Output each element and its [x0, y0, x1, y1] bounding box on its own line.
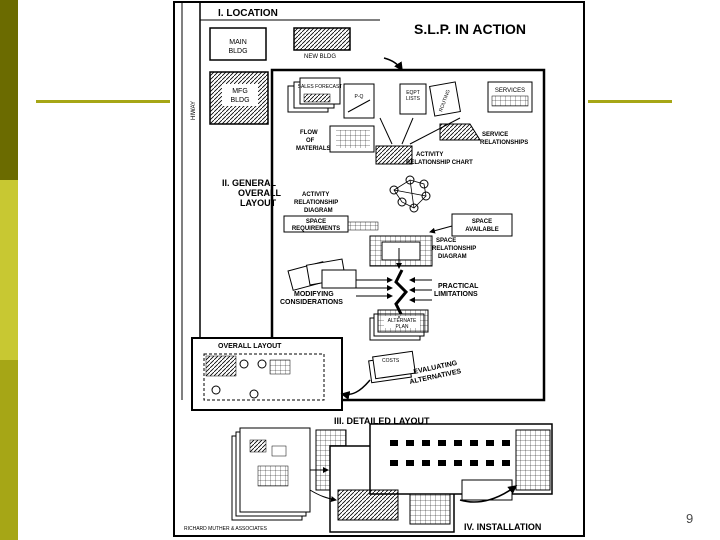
new-bldg-label: NEW BLDG — [304, 54, 336, 60]
left-strip-light — [0, 180, 18, 360]
alt-plan-label-2: PLAN — [395, 324, 408, 330]
section-2-label-1: II. GENERAL — [222, 178, 277, 188]
space-req-label-1: SPACE — [306, 219, 326, 225]
modifying-considerations: MODIFYING CONSIDERATIONS — [280, 258, 393, 306]
arc-label-2: RELATIONSHIP CHART — [406, 160, 473, 166]
prac-lim-label-2: LIMITATIONS — [434, 291, 478, 298]
service-rel-label-2: RELATIONSHIPS — [480, 140, 528, 146]
flow-label-1: FLOW — [300, 130, 318, 136]
overall-layout-label: OVERALL LAYOUT — [218, 343, 282, 350]
activity-relationship-diagram: ACTIVITY RELATIONSHIP DIAGRAM — [294, 175, 431, 214]
detailed-layout — [231, 423, 553, 533]
ard-label-1: ACTIVITY — [302, 192, 329, 198]
srd-label-1: SPACE — [436, 238, 456, 244]
main-bldg — [209, 27, 267, 61]
ard-label-2: RELATIONSHIP — [294, 200, 338, 206]
practical-limitations: PRACTICAL LIMITATIONS — [394, 248, 479, 317]
srd-label-3: DIAGRAM — [438, 254, 467, 260]
overall-layout: OVERALL LAYOUT — [191, 337, 343, 411]
activity-relationship-chart: ACTIVITY RELATIONSHIP CHART — [375, 117, 473, 166]
space-req-label-2: REQUIREMENTS — [292, 226, 340, 232]
evaluating-alternatives: COSTS EVALUATING ALTERNATIVES — [340, 350, 462, 400]
section-2-label-2: OVERALL — [238, 188, 282, 198]
section-location-label: I. LOCATION — [218, 8, 278, 19]
space-relationship-diagram: SPACE RELATIONSHIP DIAGRAM — [369, 235, 476, 267]
eqpt-lists-label-2: LISTS — [406, 96, 421, 102]
main-bldg-label-1: MAIN — [229, 39, 247, 46]
slp-diagram: I. LOCATION S.L.P. IN ACTION MAIN BLDG N… — [173, 1, 585, 537]
hiway-label: HIWAY — [191, 101, 197, 120]
services-label: SERVICES — [495, 88, 525, 94]
srd-label-2: RELATIONSHIP — [432, 246, 476, 252]
space-avail-label-1: SPACE — [472, 219, 492, 225]
header-rule-right — [588, 100, 672, 103]
costs-label: COSTS — [382, 358, 400, 364]
service-rel-label-1: SERVICE — [482, 132, 508, 138]
alt-plan-label-1: ALTERNATE — [388, 318, 417, 324]
input-docs-row: SALES FORECAST P-Q EQPT LISTS ROUTING SE… — [287, 77, 533, 119]
flow-of-materials: FLOW OF MATERIALS — [296, 125, 375, 153]
section-4-label: IV. INSTALLATION — [464, 522, 541, 532]
space-avail-label-2: AVAILABLE — [465, 227, 498, 233]
eqpt-lists-label-1: EQPT — [406, 90, 420, 96]
sales-forecast-label: SALES FORECAST — [298, 84, 343, 90]
left-strip-dark — [0, 0, 18, 180]
ard-label-3: DIAGRAM — [304, 208, 333, 214]
mfg-bldg-label-1: MFG — [232, 88, 248, 95]
arc-label-1: ACTIVITY — [416, 152, 443, 158]
pq-label: P-Q — [355, 94, 364, 100]
mfg-bldg-label-2: BLDG — [230, 97, 249, 104]
main-bldg-label-2: BLDG — [228, 48, 247, 55]
header-rule-left — [36, 100, 170, 103]
left-strip-mid — [0, 360, 18, 540]
section-3-label: III. DETAILED LAYOUT — [334, 416, 430, 426]
space-available: SPACE AVAILABLE — [429, 213, 513, 237]
credit-label: RICHARD MUTHER & ASSOCIATES — [184, 526, 268, 532]
location-section: I. LOCATION S.L.P. IN ACTION MAIN BLDG N… — [181, 2, 526, 400]
service-relationships: SERVICE RELATIONSHIPS — [439, 123, 528, 146]
mfg-bldg — [209, 71, 269, 125]
alternate-plan: ALTERNATE PLAN — [369, 309, 429, 341]
flow-label-3: MATERIALS — [296, 146, 331, 152]
new-bldg — [293, 27, 351, 51]
section-2-label-3: LAYOUT — [240, 198, 277, 208]
mod-cons-label-2: CONSIDERATIONS — [280, 299, 343, 306]
mod-cons-label-1: MODIFYING — [294, 291, 334, 298]
flow-label-2: OF — [306, 138, 315, 144]
space-requirements: SPACE REQUIREMENTS — [283, 215, 379, 233]
prac-lim-label-1: PRACTICAL — [438, 283, 479, 290]
page-number: 9 — [686, 511, 694, 526]
diagram-title: S.L.P. IN ACTION — [414, 21, 526, 37]
